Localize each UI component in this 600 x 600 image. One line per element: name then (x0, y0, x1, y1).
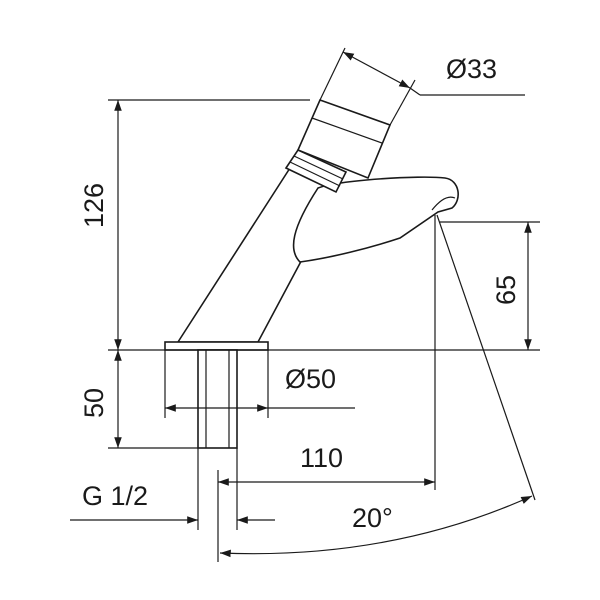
label-swivel-angle: 20° (352, 503, 393, 533)
label-shank-length: 50 (79, 388, 109, 418)
label-head-diameter: Ø33 (446, 54, 497, 84)
faucet-shank (197, 349, 238, 449)
label-total-height: 126 (79, 183, 109, 228)
dimension-lines (70, 47, 540, 562)
faucet-base (164, 341, 269, 351)
label-thread: G 1/2 (82, 481, 148, 511)
label-spout-reach: 110 (300, 443, 343, 473)
label-spout-height: 65 (491, 275, 521, 305)
label-base-diameter: Ø50 (285, 364, 336, 394)
faucet-spout (292, 176, 459, 263)
faucet-outline (164, 98, 459, 449)
